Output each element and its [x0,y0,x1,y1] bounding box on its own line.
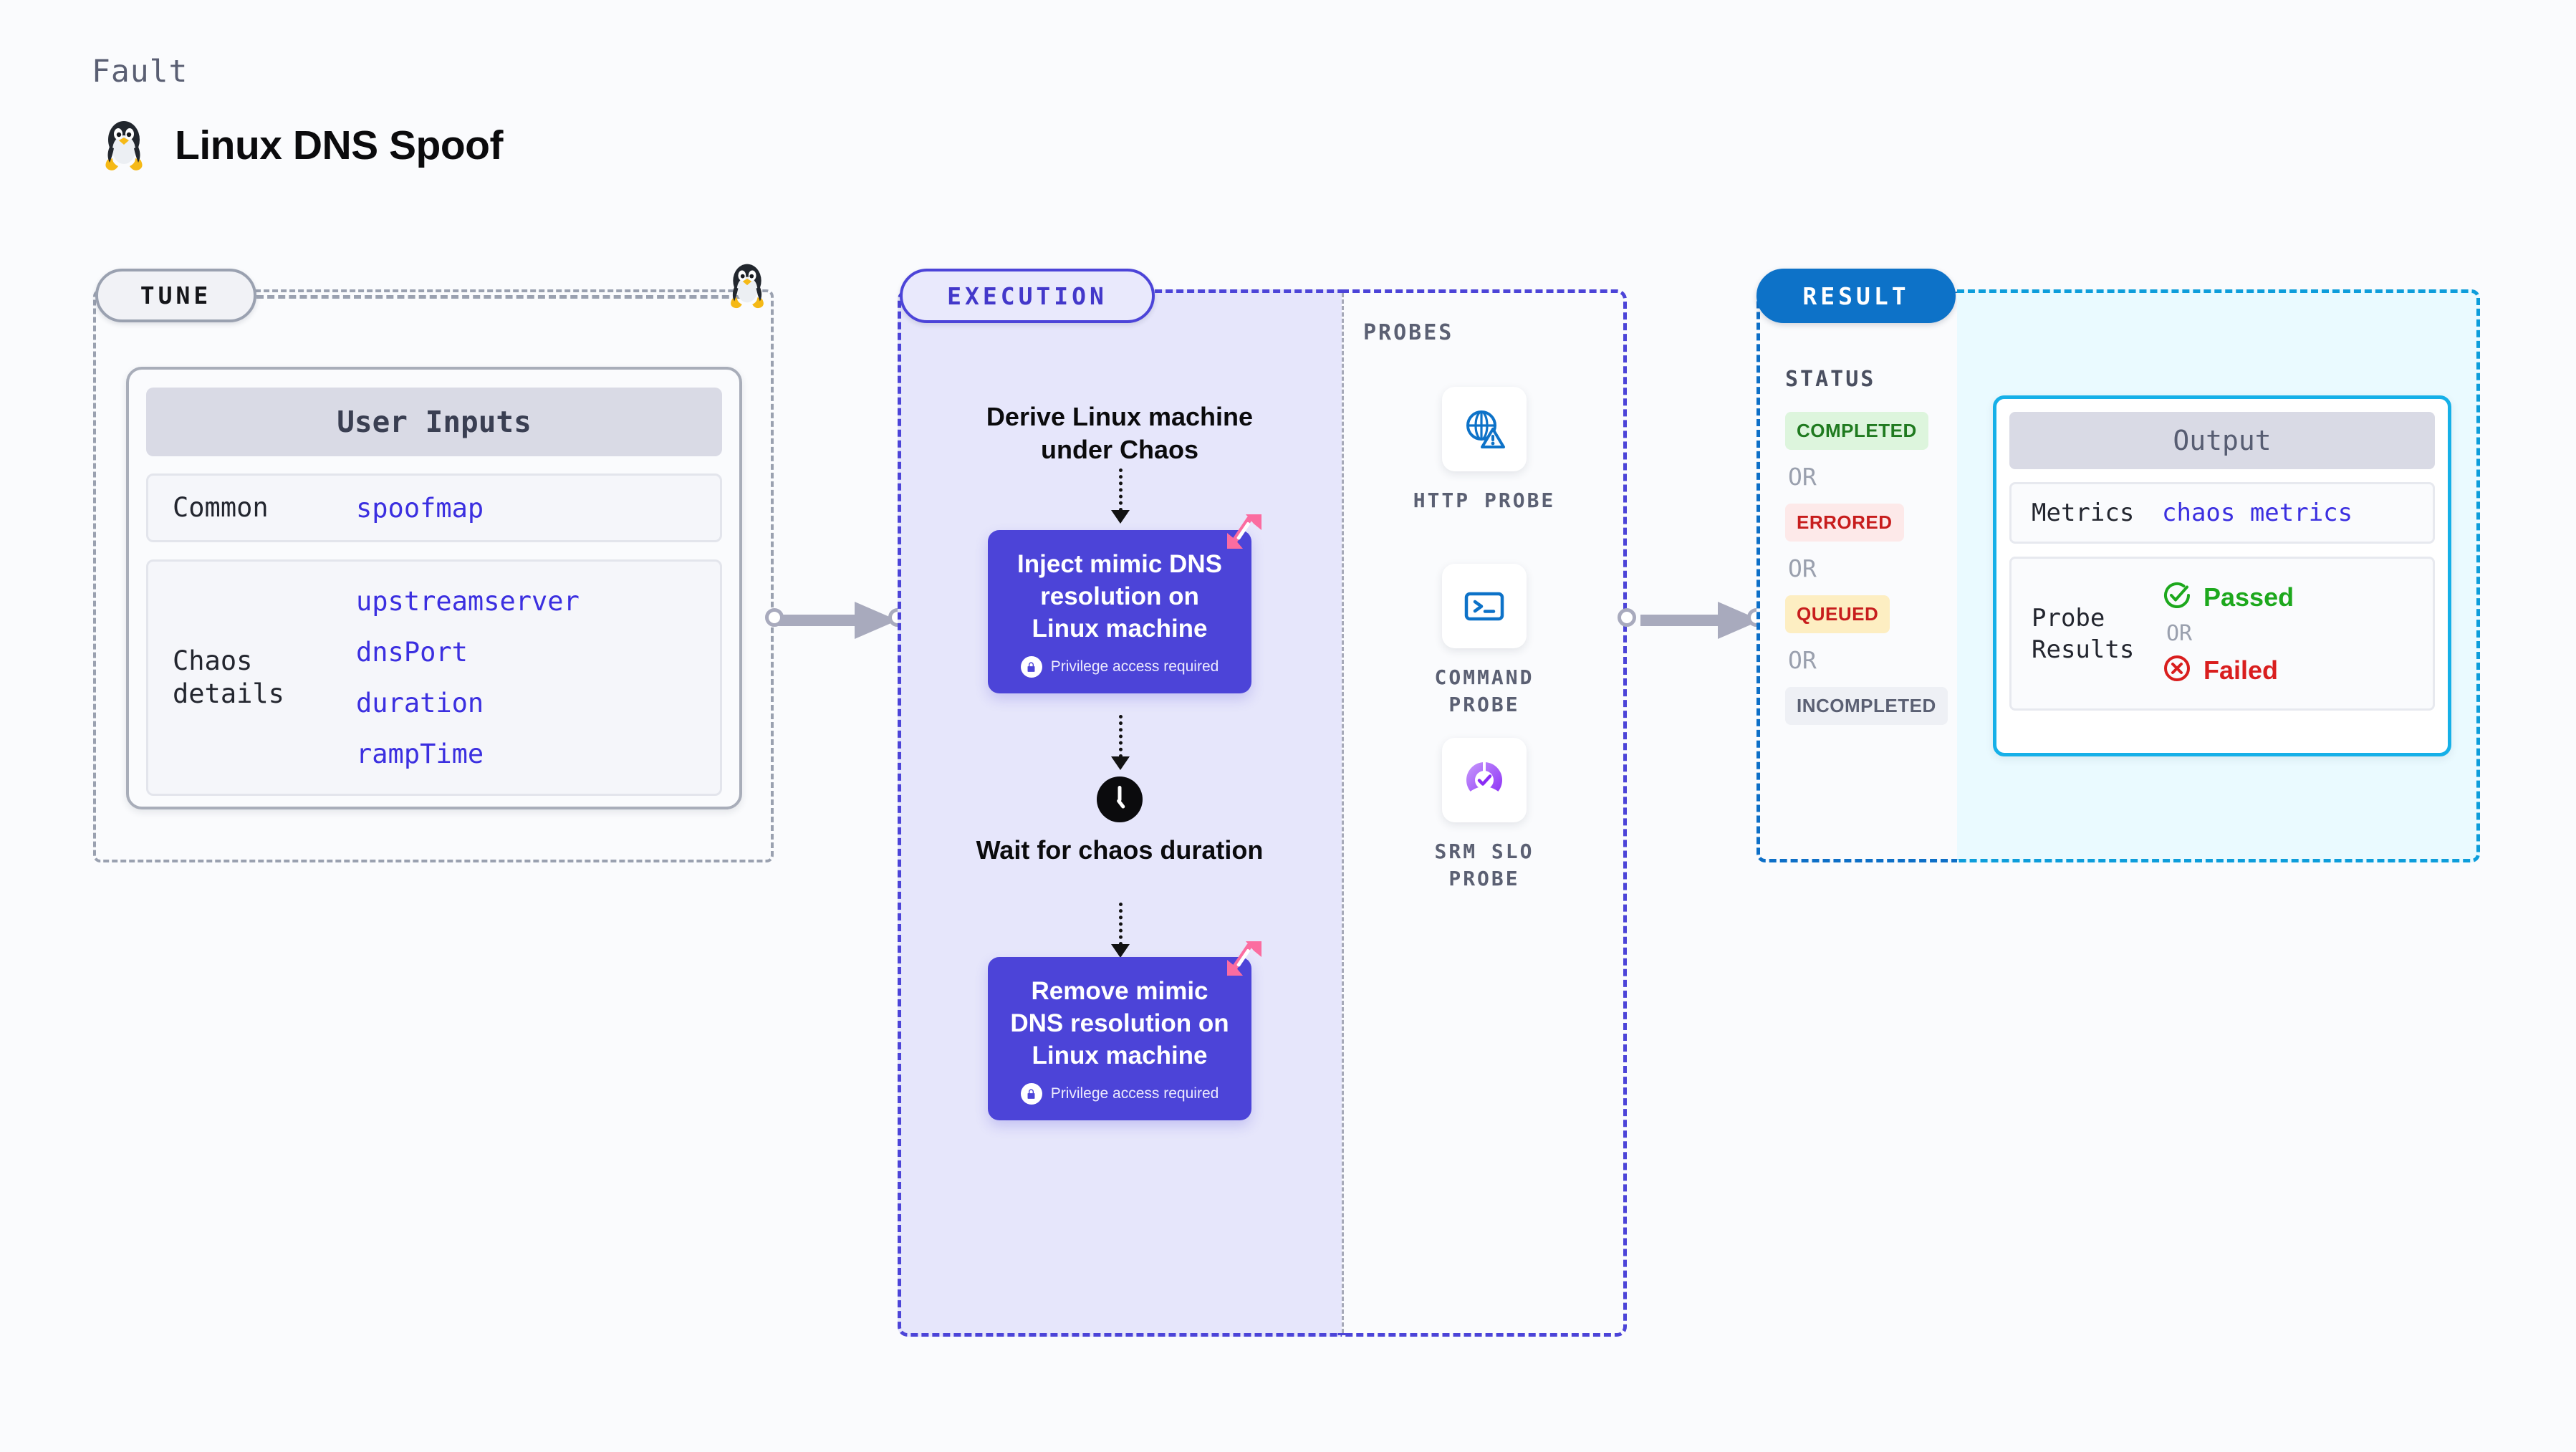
output-metrics-label: Metrics [2032,499,2135,527]
inject-privilege-note: Privilege access required [1005,656,1234,678]
connector-execution-to-result [1640,599,1769,645]
probe-result-values: Passed OR Failed [2162,580,2294,687]
probe-result-or: OR [2166,621,2193,647]
terminal-icon [1442,564,1527,648]
tune-row-label: Chaos details [173,645,284,710]
lock-icon [1020,656,1042,678]
tune-panel [93,289,774,862]
derive-machine-label: Derive Linux machine under Chaos [986,402,1254,465]
result-panel [1756,289,1957,862]
output-row-probe-results: Probe Results Passed OR [2009,557,2435,711]
output-row-metrics: Metrics chaos metrics [2009,482,2435,544]
x-circle-icon [2162,653,2192,687]
status-badge-queued: QUEUED [1785,595,1890,633]
probe-result-passed: Passed [2162,580,2294,614]
probes-heading: PROBES [1363,320,1454,345]
user-inputs-title: User Inputs [146,388,722,456]
connector-dot-left [1618,608,1636,627]
probe-http-label: HTTP PROBE [1413,489,1556,512]
tune-input-dnsport[interactable]: dnsPort [356,637,468,668]
lock-icon [1020,1083,1042,1105]
probe-passed-label: Passed [2203,582,2294,612]
tune-input-spoofmap[interactable]: spoofmap [356,492,484,524]
inject-action-box[interactable]: Inject mimic DNS resolution on Linux mac… [988,530,1251,694]
stage-label-execution[interactable]: EXECUTION [900,269,1155,323]
linux-penguin-icon [100,118,148,173]
status-or-1: OR [1788,463,1817,491]
tune-input-upstreamserver[interactable]: upstreamserver [356,586,580,617]
globe-warning-icon [1442,387,1527,471]
page-header: Linux DNS Spoof [100,118,503,173]
flow-arrow-2 [1119,715,1123,758]
tune-lead-dashed-line [256,295,751,299]
status-or-2: OR [1788,554,1817,582]
output-card: Output Metrics chaos metrics Probe Resul… [1993,395,2451,756]
harness-logo-icon [1224,938,1264,982]
tune-row-label: Common [173,492,269,523]
inject-action-title: Inject mimic DNS resolution on Linux mac… [1017,550,1222,643]
flow-arrow-3-head [1111,944,1130,958]
flow-arrow-3 [1119,903,1123,946]
tune-input-duration[interactable]: duration [356,688,484,719]
inject-privilege-text: Privilege access required [1050,658,1219,675]
wait-duration-label: Wait for chaos duration [976,835,1264,865]
status-heading: STATUS [1785,367,1876,392]
stage-label-result[interactable]: RESULT [1756,269,1956,323]
remove-action-box[interactable]: Remove mimic DNS resolution on Linux mac… [988,957,1251,1121]
harness-logo-icon [1224,511,1264,555]
remove-privilege-text: Privilege access required [1050,1085,1219,1102]
probe-http[interactable]: HTTP PROBE [1342,387,1627,514]
status-badge-incompleted: INCOMPLETED [1785,687,1948,725]
flow-arrow-1-head [1111,510,1130,524]
stage-label-tune[interactable]: TUNE [95,269,256,322]
output-probe-results-label: Probe Results [2032,603,2135,664]
probe-srm-slo-label: SRM SLO PROBE [1434,840,1534,890]
status-list: COMPLETED OR ERRORED OR QUEUED OR INCOMP… [1785,412,1964,725]
tune-row-values: upstreamserver dnsPort duration rampTime [356,586,580,769]
page-title: Linux DNS Spoof [175,122,503,168]
tune-input-ramptime[interactable]: rampTime [356,739,484,770]
status-badge-errored: ERRORED [1785,504,1904,542]
status-badge-completed: COMPLETED [1785,412,1928,450]
status-or-3: OR [1788,646,1817,674]
flow-arrow-2-head [1111,756,1130,770]
output-card-title: Output [2009,412,2435,469]
probe-result-failed: Failed [2162,653,2294,687]
connector-dot-left [765,608,784,627]
tune-row-common: Common spoofmap [146,473,722,543]
probe-failed-label: Failed [2203,655,2279,685]
probe-srm-slo[interactable]: SRM SLO PROBE [1342,738,1627,893]
clock-icon [1095,775,1144,827]
user-inputs-card: User Inputs Common spoofmap Chaos detail… [126,367,742,809]
probe-command[interactable]: COMMAND PROBE [1342,564,1627,718]
tune-row-values: spoofmap [356,493,484,524]
remove-action-title: Remove mimic DNS resolution on Linux mac… [1010,977,1229,1069]
flow-arrow-1 [1119,468,1123,511]
slo-donut-check-icon [1442,738,1527,822]
connector-tune-to-execution [777,599,906,645]
probes-left-divider [1342,293,1344,1333]
output-metrics-value[interactable]: chaos metrics [2162,499,2353,528]
tune-row-chaos-details: Chaos details upstreamserver dnsPort dur… [146,559,722,797]
linux-penguin-icon [726,261,769,314]
check-circle-icon [2162,580,2192,614]
page-kicker: Fault [92,54,188,90]
remove-privilege-note: Privilege access required [1005,1083,1234,1105]
probe-command-label: COMMAND PROBE [1434,665,1534,716]
